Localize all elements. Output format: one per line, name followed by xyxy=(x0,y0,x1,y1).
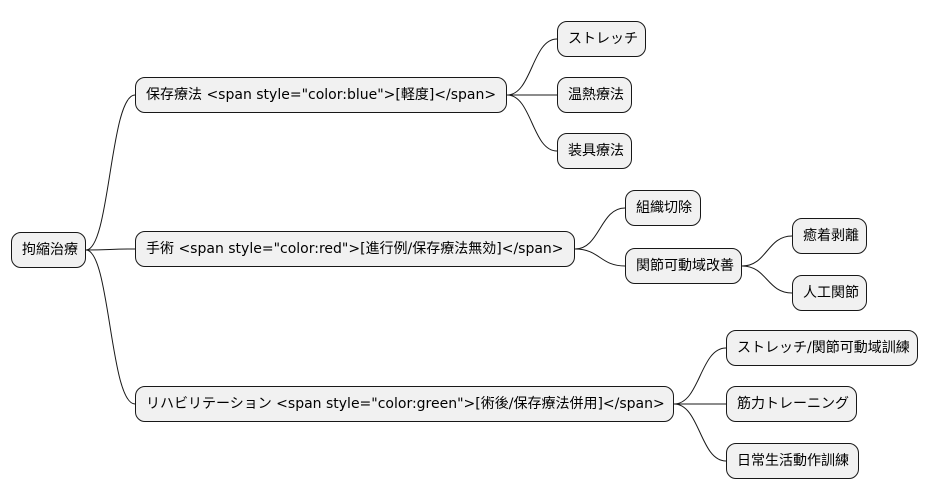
node-surgery[interactable]: 手術 <span style="color:red">[進行例/保存療法無効]<… xyxy=(135,231,575,267)
node-stretch[interactable]: ストレッチ xyxy=(557,21,646,57)
node-tissue-excision[interactable]: 組織切除 xyxy=(625,190,701,226)
connector-root-to-surgery xyxy=(85,248,136,251)
node-heat-therapy[interactable]: 温熱療法 xyxy=(557,77,632,113)
node-root[interactable]: 拘縮治療 xyxy=(11,232,86,268)
connector-rom-to-arthroplasty xyxy=(741,265,793,294)
connector-rehab-to-stretch-rom xyxy=(673,347,727,405)
connector-surgery-to-excision xyxy=(574,207,626,250)
node-conservative-treatment[interactable]: 保存療法 <span style="color:blue">[軽度]</span… xyxy=(135,77,507,113)
node-adl-training[interactable]: 日常生活動作訓練 xyxy=(726,443,859,479)
connector-rom-to-adhesiolysis xyxy=(741,235,793,267)
connector-root-to-rehab xyxy=(85,249,136,405)
node-brace-therapy[interactable]: 装具療法 xyxy=(557,133,632,169)
node-joint-replacement[interactable]: 人工関節 xyxy=(792,275,867,311)
node-stretch-rom-training[interactable]: ストレッチ/関節可動域訓練 xyxy=(726,330,918,366)
connector-conservative-to-brace xyxy=(506,94,558,152)
connector-root-to-conservative xyxy=(85,94,136,251)
connector-rehab-to-adl xyxy=(673,403,727,462)
node-strength-training[interactable]: 筋力トレーニング xyxy=(726,386,857,422)
connector-conservative-to-stretch xyxy=(506,38,558,96)
connector-surgery-to-rom xyxy=(574,248,626,267)
node-rehabilitation[interactable]: リハビリテーション <span style="color:green">[術後/… xyxy=(135,386,674,422)
node-rom-improvement[interactable]: 関節可動域改善 xyxy=(625,248,742,284)
node-adhesiolysis[interactable]: 癒着剥離 xyxy=(792,218,867,254)
